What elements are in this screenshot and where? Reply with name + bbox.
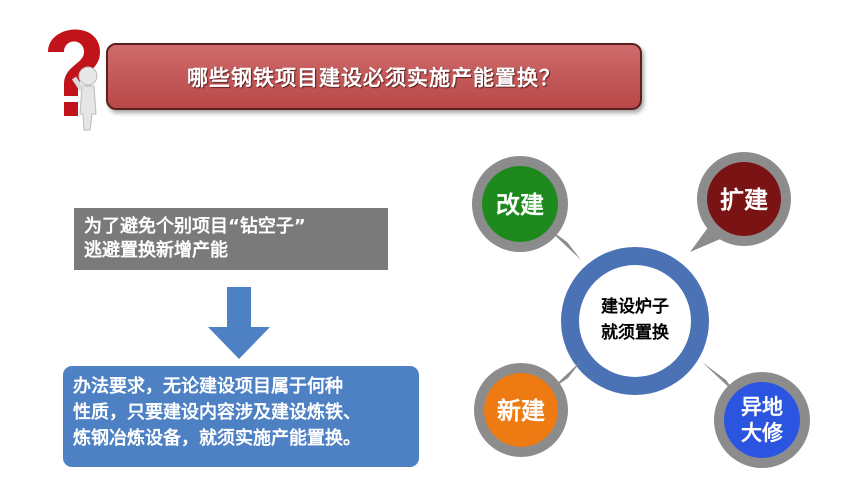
down-arrow-icon: [208, 287, 270, 359]
center-label-line-1: 建设炉子: [601, 296, 669, 317]
requirement-line-2: 性质，只要建设内容涉及建设炼铁、: [73, 402, 361, 423]
title-text: 哪些钢铁项目建设必须实施产能置换？: [187, 65, 561, 90]
node-rebuild-label: 改建: [496, 191, 544, 219]
node-new-label: 新建: [497, 397, 545, 425]
node-rebuild: 改建: [472, 156, 581, 260]
reason-line-2: 逃避置换新增产能: [84, 240, 228, 261]
node-new: 新建: [474, 360, 582, 457]
project-types-diagram: 建设炉子 就须置换 改建 扩建 新建 异地 大修: [472, 152, 810, 468]
requirement-line-1: 办法要求，无论建设项目属于何种: [73, 376, 343, 397]
node-relocate: 异地 大修: [702, 362, 810, 468]
title-banner: 哪些钢铁项目建设必须实施产能置换？: [106, 43, 642, 110]
reason-line-1: 为了避免个别项目“钻空子”: [84, 216, 306, 237]
node-expand-label: 扩建: [720, 186, 768, 214]
requirement-box: 办法要求，无论建设项目属于何种 性质，只要建设内容涉及建设炼铁、 炼钢冶炼设备，…: [63, 366, 419, 467]
reason-box: 为了避免个别项目“钻空子” 逃避置换新增产能: [74, 208, 388, 270]
node-expand: 扩建: [690, 152, 791, 252]
center-circle: [579, 265, 691, 377]
node-relocate-label-line-1: 异地: [741, 395, 783, 419]
node-relocate-label-line-2: 大修: [741, 421, 784, 445]
requirement-line-3: 炼钢冶炼设备，就须实施产能置换。: [73, 428, 361, 449]
center-label-line-2: 就须置换: [601, 322, 670, 343]
question-mark-figure-icon: [48, 29, 100, 131]
